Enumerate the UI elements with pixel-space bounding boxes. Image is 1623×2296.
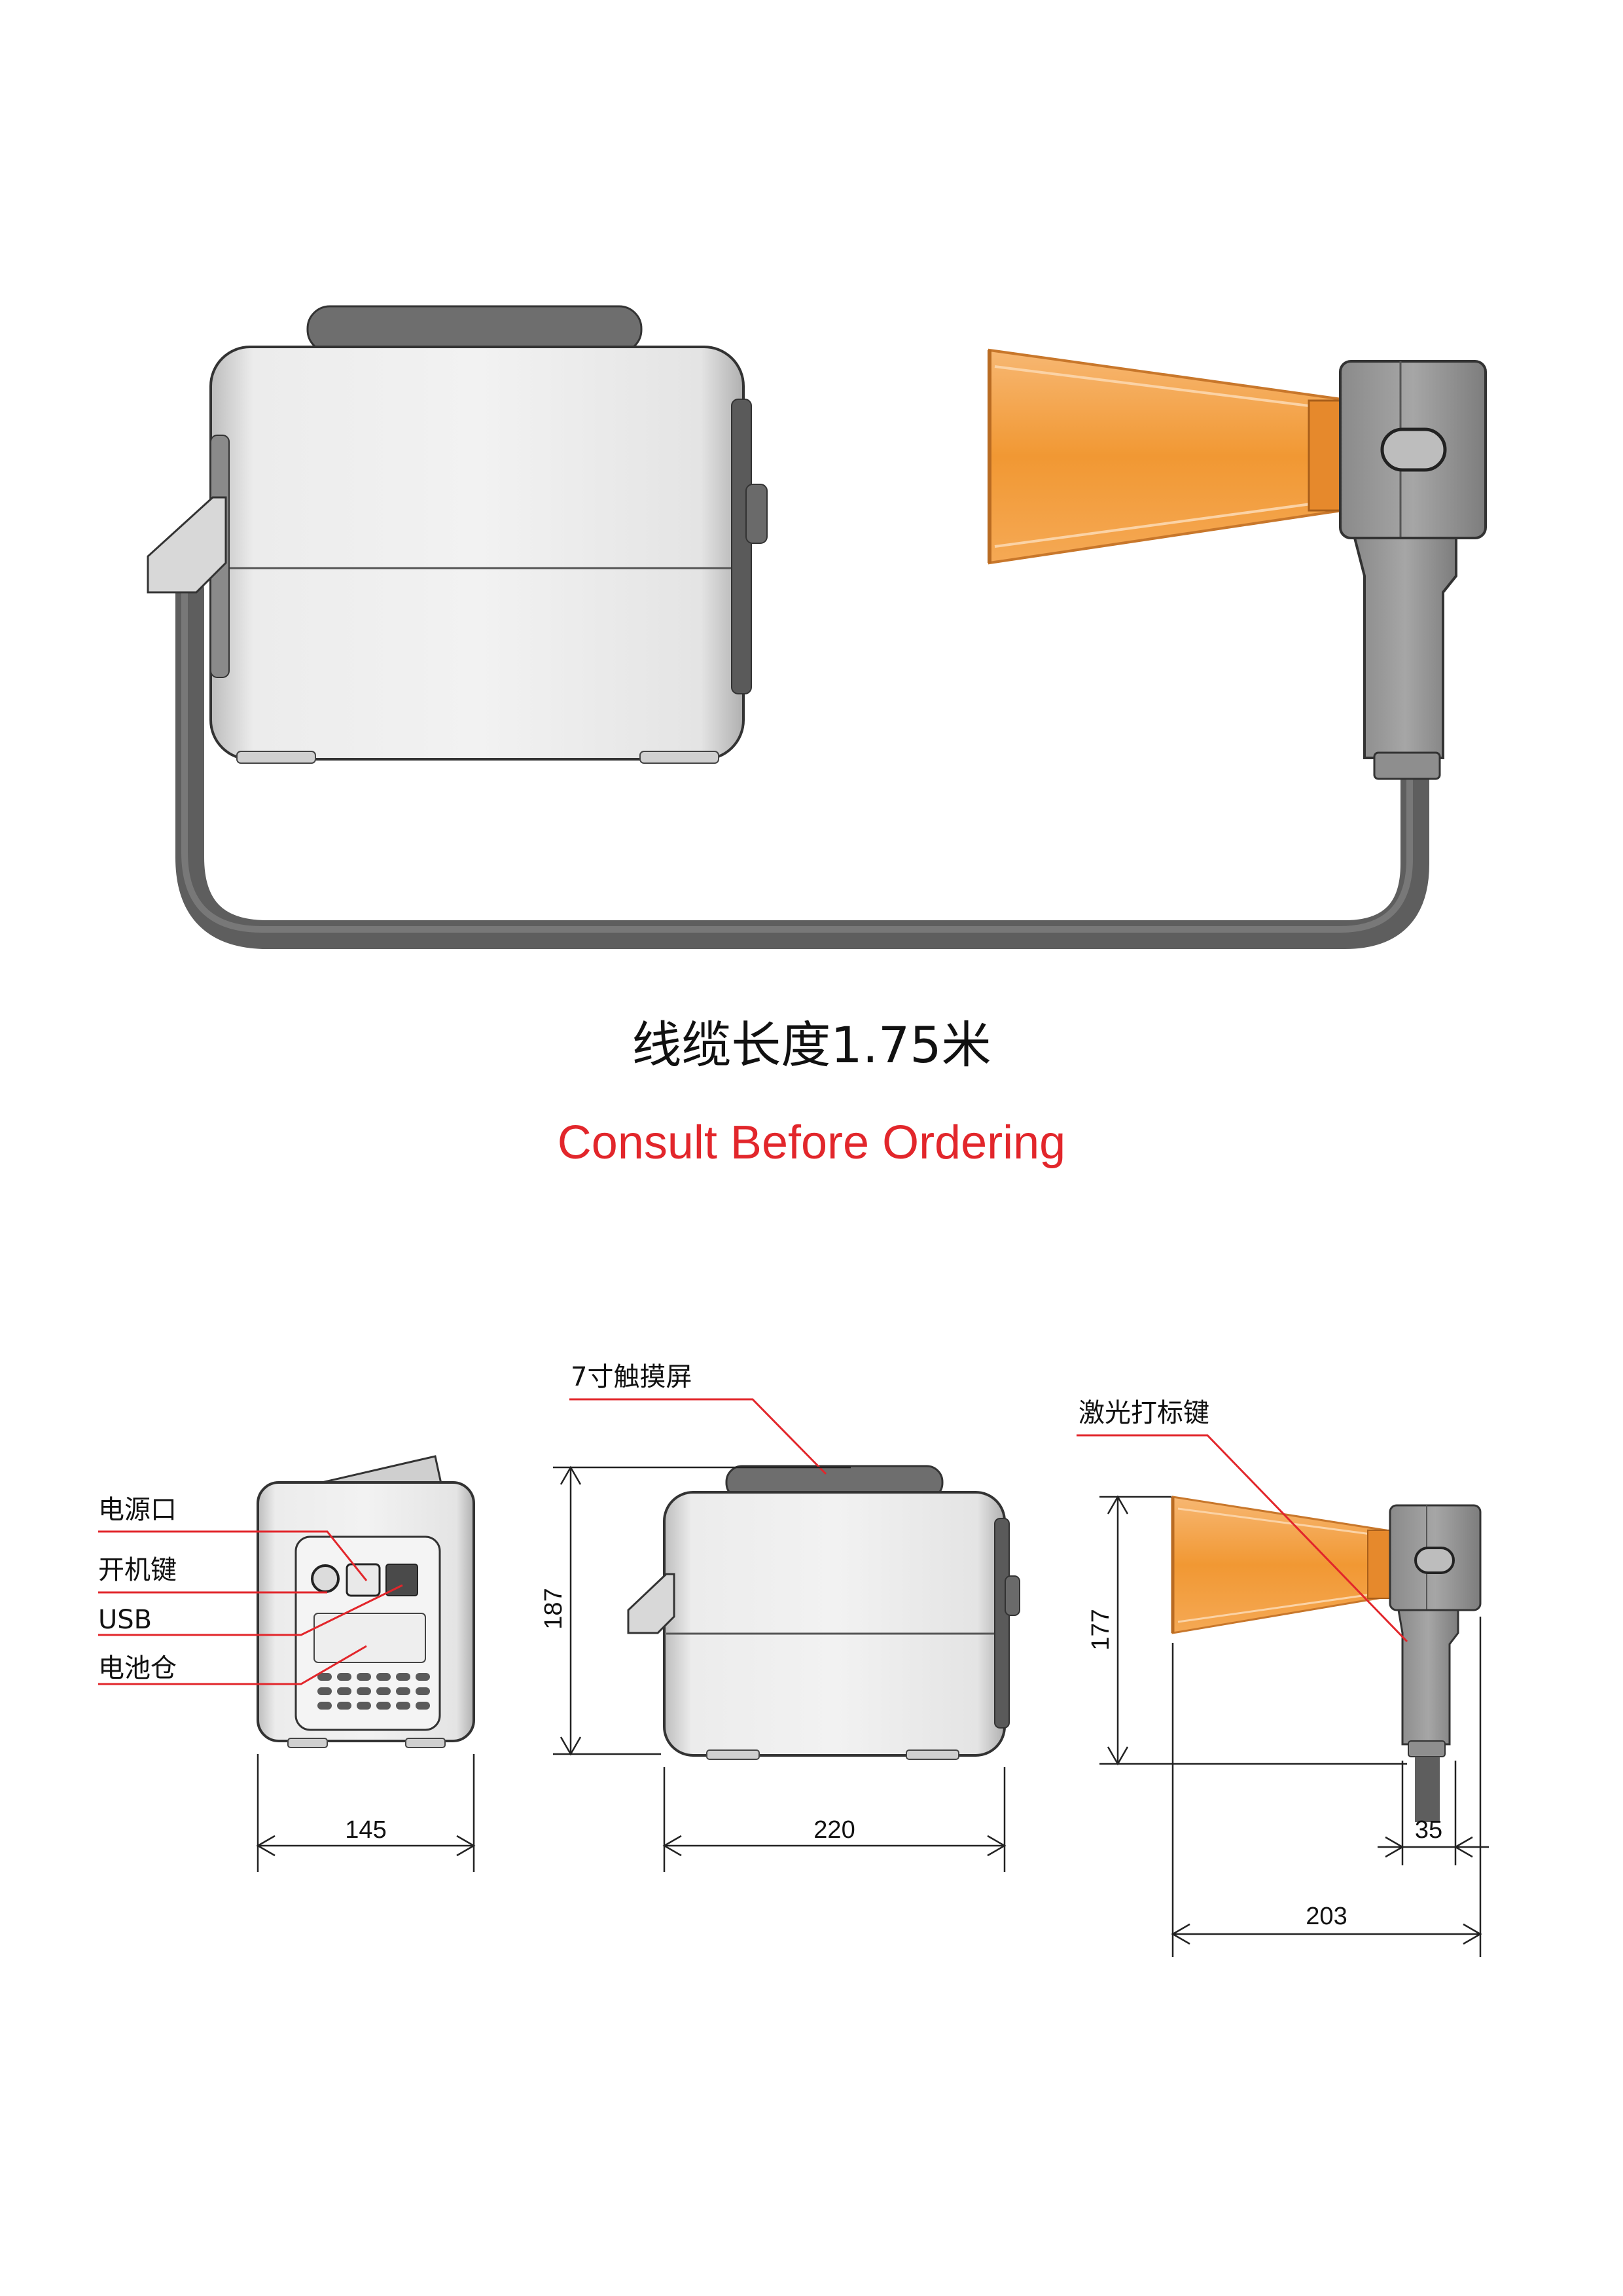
front-view xyxy=(627,1465,1020,1760)
dim-head-lines xyxy=(1099,1495,1489,1957)
callout-power-port: 电源口 xyxy=(98,1495,177,1525)
dim-handle-width: 35 xyxy=(1415,1816,1442,1844)
dim-head-height: 177 xyxy=(1087,1609,1115,1650)
callout-usb: USB xyxy=(98,1605,152,1635)
callout-line-laser-key xyxy=(1077,1434,1408,1643)
main-unit xyxy=(147,305,768,764)
side-view xyxy=(257,1455,475,1748)
dim-head-width: 203 xyxy=(1306,1903,1347,1930)
side-callout-lines xyxy=(98,1530,403,1685)
head-view xyxy=(1171,1496,1482,1822)
dim-side-width: 145 xyxy=(345,1816,386,1844)
dim-front-lines xyxy=(553,1465,1007,1872)
callout-touchscreen: 7寸触摸屏 xyxy=(571,1362,692,1392)
dim-front-width: 220 xyxy=(813,1816,855,1844)
consult-note: Consult Before Ordering xyxy=(557,1117,1066,1169)
dim-front-height: 187 xyxy=(540,1588,567,1629)
cable-length-caption: 线缆长度1.75米 xyxy=(632,1016,991,1074)
callout-line-touchscreen xyxy=(569,1398,827,1475)
laser-head xyxy=(988,348,1487,780)
callout-battery: 电池仓 xyxy=(98,1653,177,1683)
callout-laser-mark-key: 激光打标键 xyxy=(1079,1398,1209,1428)
callout-power-key: 开机键 xyxy=(98,1555,177,1585)
dim-side-width-lines xyxy=(256,1754,476,1872)
